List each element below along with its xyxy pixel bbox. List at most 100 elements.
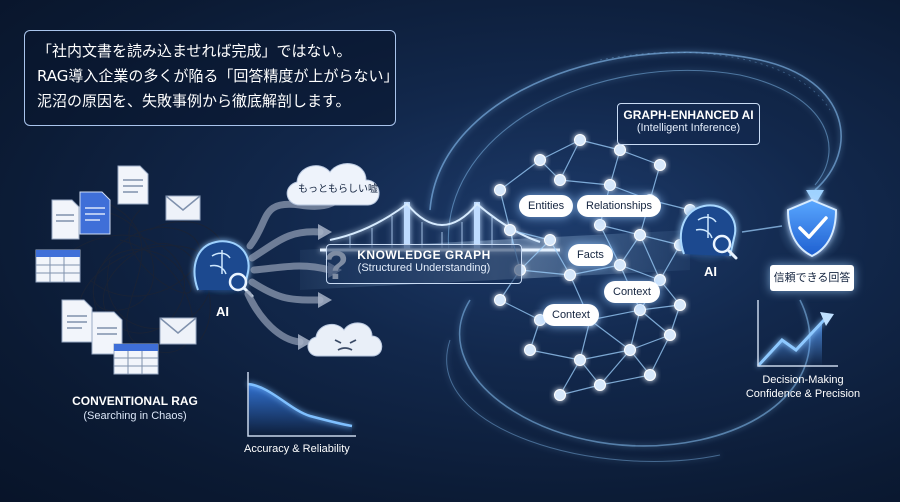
line-chart-icon [247,372,356,437]
graph-edge [499,159,541,191]
graph-edge [649,164,661,201]
reliable-answer-box: 信頼できる回答 [770,265,854,291]
line-chart-icon [756,300,838,368]
graph-edge [549,239,571,276]
right-ai-label: AI [704,264,717,279]
graph-node [654,159,666,171]
accuracy-caption: Accuracy & Reliability [244,443,350,455]
graph-edge [569,264,621,276]
graph-edge [639,309,671,336]
knowledge-graph-subtitle: (Structured Understanding) [357,262,491,274]
graph-node [614,259,626,271]
conventional-rag-subtitle: (Searching in Chaos) [83,410,187,422]
swirl-arcs [429,51,842,462]
graph-edge [499,189,511,231]
conventional-rag-title: CONVENTIONAL RAG [72,394,198,408]
cloud-hallucination-label: もっともらしい嘘 [298,184,378,195]
node-relationships: Relationships [577,195,662,217]
node-entities: Entities [519,195,574,217]
graph-edge [609,149,621,186]
node-facts: Facts [568,244,613,266]
graph-edge [649,334,671,376]
graph-edge [499,299,541,321]
graph-node [614,144,626,156]
graph-node [674,299,686,311]
graph-edge [509,229,551,241]
graph-enhanced-ai-title: GRAPH-ENHANCED AI [623,108,754,122]
graph-edge [639,304,681,311]
brain-icon [193,240,250,291]
graph-edge [619,234,641,266]
graph-edge [629,334,671,351]
graph-edge [619,264,661,281]
graph-node [574,134,586,146]
callout-line-3: 泥沼の原因を、失敗事例から徹底解剖します。 [37,92,351,110]
graph-node [634,229,646,241]
node-context-1: Context [604,281,660,303]
spreadsheet-icon [35,249,81,283]
brain-icon [679,204,737,257]
document-icon [51,199,80,240]
graph-node [544,234,556,246]
graph-node [594,379,606,391]
graph-node [524,344,536,356]
graph-edge [599,224,641,236]
envelope-icon [159,317,197,345]
callout-line-1: 「社内文書を読み込ませれば完成」ではない。 [37,42,352,60]
decision-caption-line-2: Confidence & Precision [745,388,861,400]
graph-enhanced-ai-subtitle: (Intelligent Inference) [636,122,741,134]
graph-edge [559,359,581,396]
graph-edge [599,349,631,386]
graph-edge [659,244,681,281]
graph-node [634,304,646,316]
graph-node [564,269,576,281]
graph-node [554,389,566,401]
graph-node [554,174,566,186]
document-icon [79,191,111,235]
graph-edge [579,139,621,151]
node-context-2: Context [543,304,599,326]
graph-edge [579,349,631,361]
graph-edge [529,349,581,361]
envelope-icon [165,195,201,221]
graph-edge [629,309,641,351]
decision-caption-line-1: Decision-Making [762,374,844,386]
graph-node [534,154,546,166]
graph-edge [519,239,551,271]
magnifier-icon [712,234,738,260]
graph-node [504,224,516,236]
graph-node [574,354,586,366]
graph-node [494,294,506,306]
graph-node [604,179,616,191]
document-icon [61,299,93,343]
graph-edge [559,139,581,181]
document-icon [117,165,149,205]
graph-edge [539,139,581,161]
shield-check-icon [786,198,838,258]
spreadsheet-icon [113,343,159,375]
graph-edge [579,319,591,361]
knowledge-graph-box: KNOWLEDGE GRAPH (Structured Understandin… [326,244,522,284]
intro-callout: 「社内文書を読み込ませれば完成」ではない。 RAG導入企業の多くが陥る「回答精度… [24,30,399,126]
graph-edge [619,149,661,166]
graph-edge [639,234,661,281]
callout-line-2: RAG導入企業の多くが陥る「回答精度が上がらない」 [37,67,399,85]
graph-node [594,219,606,231]
graph-node [624,344,636,356]
knowledge-graph-title: KNOWLEDGE GRAPH [357,248,491,262]
cloud-icon [307,322,383,357]
graph-edge [559,179,611,186]
graph-node [494,184,506,196]
graph-enhanced-ai-box: GRAPH-ENHANCED AI (Intelligent Inference… [617,103,760,145]
graph-edge [559,384,601,396]
graph-edge [599,374,651,386]
graph-node [644,369,656,381]
graph-edge [519,269,571,276]
graph-node [664,329,676,341]
graph-node [654,274,666,286]
left-ai-label: AI [216,304,229,319]
cloud-icon [286,163,380,206]
graph-edge [589,319,631,351]
graph-edge [639,234,681,246]
